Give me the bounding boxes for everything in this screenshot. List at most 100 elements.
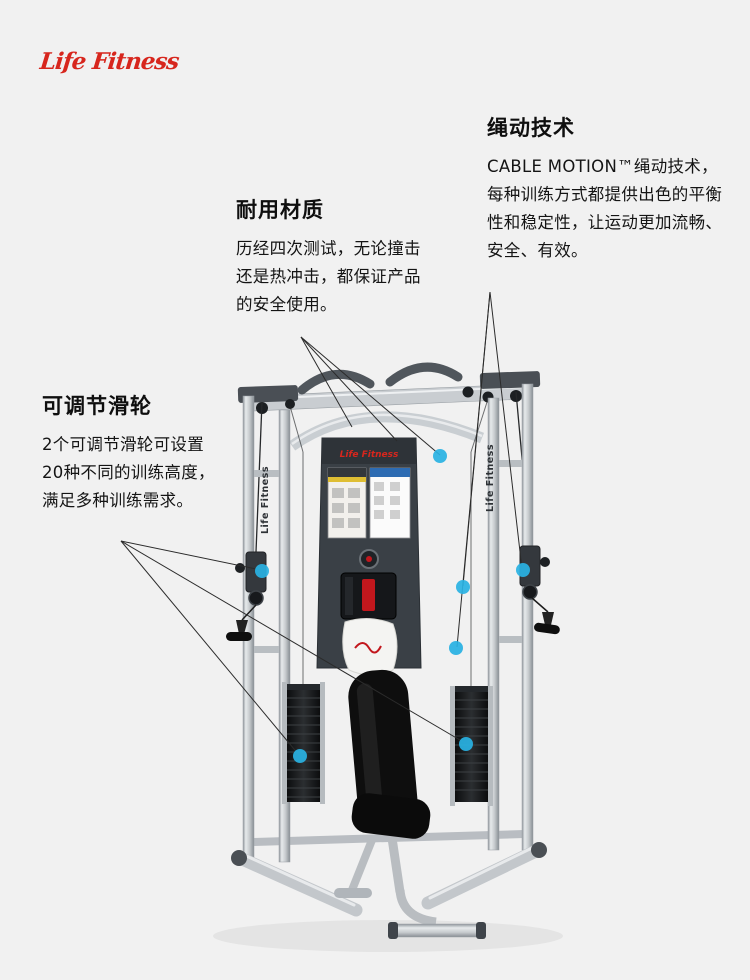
annotation-title-adjustable-pulley: 可调节滑轮 — [42, 394, 152, 418]
console-header — [322, 438, 416, 464]
selector-box-highlight — [345, 577, 353, 615]
bench-foot-bar — [391, 923, 483, 938]
top-arch-highlight — [291, 413, 483, 446]
machine-illustration: Life Fitness — [213, 362, 563, 952]
right-carriage-knob — [540, 557, 550, 567]
right-stack-top-plate — [455, 686, 488, 694]
left-stack-cable — [289, 405, 304, 453]
left-handle-cable — [241, 604, 257, 621]
towel-logo-script — [354, 642, 382, 654]
right-base-highlight — [428, 844, 538, 900]
left-base-cap — [231, 850, 247, 866]
top-pulley-right-mid-icon — [462, 386, 474, 398]
selector-red-slot — [362, 579, 375, 611]
bench-foot-cap-right — [476, 922, 486, 939]
adjustment-knob-center — [366, 556, 372, 562]
bench-foot-cap-left — [388, 922, 398, 939]
bench-rear-foot — [334, 888, 372, 898]
left-brace-lower — [254, 646, 279, 653]
right-stack-cable — [470, 398, 489, 453]
left-brace-upper — [254, 470, 279, 477]
callout-line-cable-3 — [489, 291, 523, 570]
callout-dot-frame-top — [433, 449, 447, 463]
placard-left-accent — [328, 477, 366, 482]
right-handle-strap — [542, 612, 554, 625]
callout-line-pulley-1 — [120, 540, 262, 571]
left-inner-rail — [278, 409, 291, 863]
crossbar-highlight — [253, 386, 525, 400]
callout-dot-right-pulley — [516, 563, 530, 577]
callout-dots — [255, 449, 530, 763]
annotation-cable-motion: 绳动技术 CABLE MOTION™绳动技术，每种训练方式都提供出色的平衡性和稳… — [487, 112, 727, 265]
top-pulley-left-inner-icon — [285, 399, 295, 409]
selector-housing — [340, 572, 397, 620]
callout-dot-right-stack — [459, 737, 473, 751]
right-tower: Life Fitness — [450, 383, 560, 851]
callout-dot-cable-mid — [456, 580, 470, 594]
placard-right-header — [370, 468, 410, 477]
callout-line-durable-1 — [300, 336, 353, 428]
press-handle-left — [297, 369, 375, 395]
right-handle-cable — [531, 597, 549, 613]
annotation-title-durable-material: 耐用材质 — [236, 198, 324, 222]
instruction-placard — [327, 467, 411, 539]
bench-rear-support — [348, 838, 376, 892]
callout-dot-cable-low — [449, 641, 463, 655]
left-handle-strap — [236, 620, 248, 634]
left-pulley-carriage — [235, 551, 267, 621]
rear-base-beam — [251, 830, 525, 846]
annotation-body-durable-material: 历经四次测试，无论撞击还是热冲击，都保证产品的安全使用。 — [236, 239, 421, 315]
bench-seat-pad — [351, 793, 431, 839]
callout-line-durable-2 — [300, 336, 398, 442]
towel — [342, 618, 398, 676]
callouts — [120, 291, 530, 763]
bench-backrest-highlight — [356, 683, 383, 811]
press-handles — [297, 362, 463, 395]
left-stack-guard-b — [320, 682, 325, 804]
right-rail-brand: Life Fitness — [485, 444, 496, 512]
placard-left-figures — [332, 488, 360, 528]
console-brand: Life Fitness — [340, 450, 399, 460]
left-base-highlight — [240, 852, 356, 907]
bench — [334, 669, 486, 939]
right-handle-grip — [534, 622, 560, 635]
annotation-adjustable-pulley: 可调节滑轮 2个可调节滑轮可设置20种不同的训练高度， 满足多种训练需求。 — [42, 390, 220, 515]
right-stack-guard-a — [450, 686, 455, 806]
annotation-durable-material: 耐用材质 历经四次测试，无论撞击还是热冲击，都保证产品的安全使用。 — [236, 194, 434, 319]
left-base-beam — [233, 851, 363, 917]
annotation-body-cable-motion: CABLE MOTION™绳动技术，每种训练方式都提供出色的平衡性和稳定性，让运… — [487, 157, 723, 261]
annotation-body-adjustable-pulley: 2个可调节滑轮可设置20种不同的训练高度， 满足多种训练需求。 — [42, 435, 215, 511]
callout-line-pulley-3 — [120, 540, 466, 744]
right-brace-lower — [499, 636, 522, 643]
left-stack-body — [287, 690, 320, 802]
right-stack-guard-b — [488, 686, 493, 806]
right-base-cap — [531, 842, 547, 858]
right-handle — [534, 612, 560, 635]
console: Life Fitness — [316, 437, 422, 676]
callout-dot-left-pulley — [255, 564, 269, 578]
right-brace-upper — [499, 460, 522, 467]
callout-line-durable-3 — [300, 336, 441, 456]
left-weight-stack — [282, 682, 325, 804]
callout-line-pulley-2 — [120, 540, 300, 756]
right-outer-rail — [521, 383, 534, 851]
right-stack-plate-lines — [455, 699, 488, 791]
left-tower: Life Fitness — [226, 395, 325, 865]
right-inner-rail — [487, 397, 500, 851]
top-arch — [288, 411, 485, 451]
bench-front-leg — [395, 889, 437, 927]
bench-seat-post — [387, 837, 405, 893]
annotation-title-cable-motion: 绳动技术 — [487, 116, 575, 140]
right-pulley-wheel — [522, 584, 538, 600]
placard-left-header — [328, 468, 366, 477]
left-stack-guard-a — [282, 682, 287, 804]
left-handle-grip — [226, 632, 252, 641]
left-pulley-wheel — [248, 590, 264, 606]
base-frame — [231, 842, 547, 917]
right-base-beam — [421, 843, 545, 910]
placard-right-figures — [374, 482, 400, 519]
towel-shape — [342, 618, 398, 676]
callout-dot-left-stack — [293, 749, 307, 763]
